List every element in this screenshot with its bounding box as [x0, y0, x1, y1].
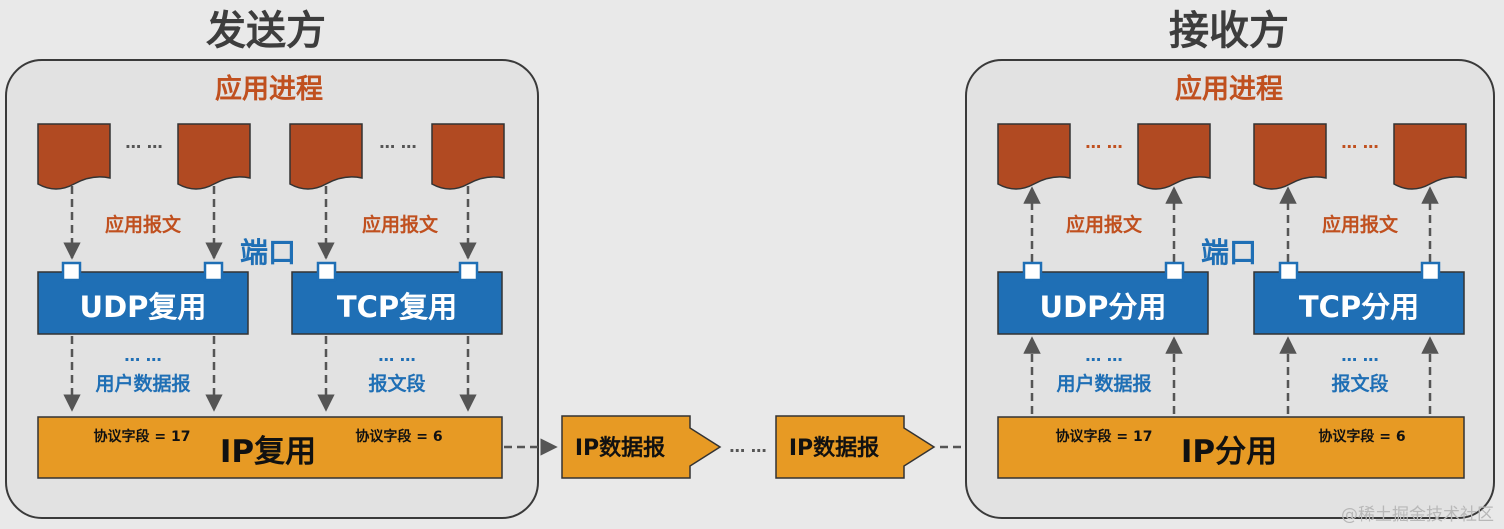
sender-title: 发送方: [206, 8, 326, 54]
receiver-process-tcp-1: [1253, 123, 1327, 190]
sender-udp-datagram-label: 用户数据报: [95, 372, 190, 395]
receiver-process-title: 应用进程: [1175, 73, 1283, 105]
sender-process-tcp-2: [431, 123, 505, 190]
receiver-side: 接收方 应用进程 … … … … 应用报文 应用报文 端口 UDP分用 TCP分…: [965, 8, 1495, 519]
receiver-port-square: [1164, 261, 1185, 282]
receiver-tcp-segment-label: 报文段: [1331, 372, 1389, 395]
receiver-panel: [965, 59, 1495, 519]
receiver-process-tcp-2: [1393, 123, 1467, 190]
sender-udp-mux-box: [37, 271, 249, 335]
receiver-port-square: [1420, 261, 1441, 282]
sender-panel: [5, 59, 539, 519]
ip-datagram-2-label: IP数据报: [789, 435, 879, 461]
receiver-seg-dots-tcp: … …: [1341, 346, 1379, 365]
sender-seg-dots-tcp: … …: [378, 346, 416, 365]
sender-udp-mux-label: UDP复用: [80, 290, 207, 324]
sender-tcp-segment-label: 报文段: [368, 372, 426, 395]
receiver-process-udp-2: [1137, 123, 1211, 190]
sender-port-square: [203, 261, 224, 282]
receiver-protocol-udp: 协议字段 = 17: [1056, 428, 1153, 445]
receiver-protocol-tcp: 协议字段 = 6: [1318, 428, 1405, 445]
receiver-title: 接收方: [1169, 8, 1289, 54]
receiver-port-square: [1022, 261, 1043, 282]
transit-dots: … …: [729, 437, 767, 456]
sender-process-dots-tcp: … …: [379, 133, 417, 152]
sender-seg-dots-udp: … …: [124, 346, 162, 365]
watermark: @稀土掘金技术社区: [1341, 505, 1494, 525]
receiver-udp-app-message: 应用报文: [1066, 213, 1143, 236]
receiver-udp-datagram-label: 用户数据报: [1056, 372, 1151, 395]
receiver-tcp-demux-label: TCP分用: [1299, 290, 1419, 324]
transit: IP数据报 … … IP数据报: [504, 415, 994, 479]
ip-datagram-1: [561, 415, 722, 479]
sender-process-udp-1: [37, 123, 111, 190]
receiver-udp-demux-label: UDP分用: [1040, 290, 1167, 324]
sender-process-tcp-1: [289, 123, 363, 190]
receiver-process-dots-tcp: … …: [1341, 133, 1379, 152]
sender-port-label: 端口: [240, 236, 296, 269]
receiver-process-dots-udp: … …: [1085, 133, 1123, 152]
sender-process-dots-udp: … …: [125, 133, 163, 152]
sender-port-square: [316, 261, 337, 282]
receiver-seg-dots-udp: … …: [1085, 346, 1123, 365]
ip-datagram-2: [775, 415, 936, 479]
sender-ip-mux-box: [37, 416, 503, 479]
sender-process-udp-2: [177, 123, 251, 190]
receiver-tcp-app-message: 应用报文: [1322, 213, 1399, 236]
receiver-ip-demux-box: [997, 416, 1465, 479]
sender-port-square: [61, 261, 82, 282]
sender-tcp-mux-label: TCP复用: [337, 290, 457, 324]
sender-protocol-tcp: 协议字段 = 6: [355, 428, 442, 445]
sender-process-title: 应用进程: [215, 73, 323, 105]
sender-udp-app-message: 应用报文: [105, 213, 182, 236]
ip-datagram-1-label: IP数据报: [575, 435, 665, 461]
sender-port-square: [458, 261, 479, 282]
receiver-port-label: 端口: [1201, 236, 1257, 269]
sender-tcp-mux-box: [291, 271, 503, 335]
receiver-process-udp-1: [997, 123, 1071, 190]
sender-ip-mux-label: IP复用: [220, 434, 316, 470]
receiver-ip-demux-label: IP分用: [1181, 434, 1277, 470]
sender-side: 发送方 应用进程 … … … … 应用报文 应用报文 端口 UDP复用 TCP复…: [5, 8, 539, 519]
receiver-udp-demux-box: [997, 271, 1209, 335]
receiver-port-square: [1278, 261, 1299, 282]
receiver-tcp-demux-box: [1253, 271, 1465, 335]
sender-protocol-udp: 协议字段 = 17: [94, 428, 191, 445]
sender-tcp-app-message: 应用报文: [362, 213, 439, 236]
